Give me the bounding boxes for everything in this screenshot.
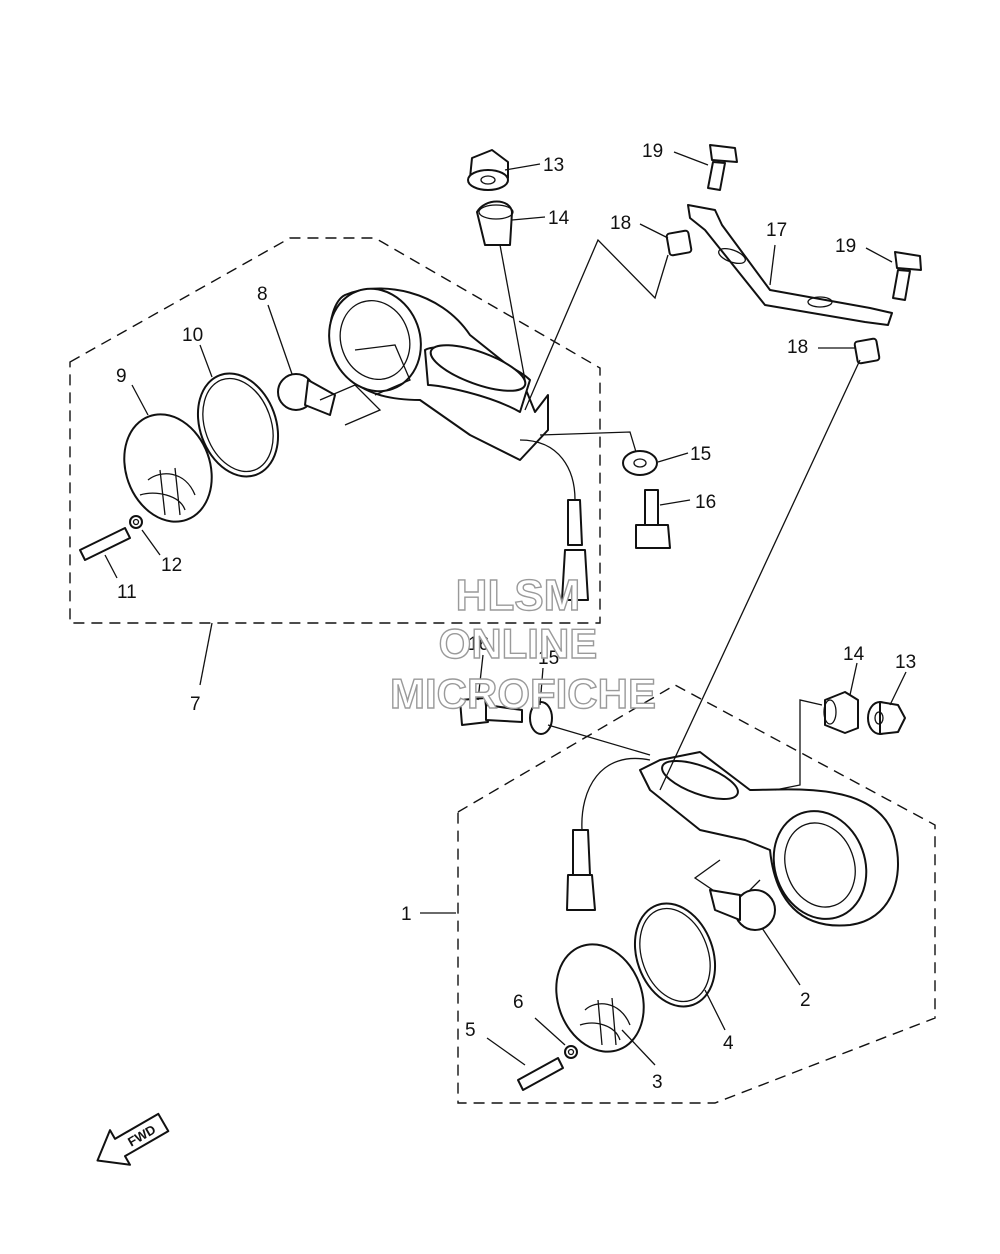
callout-14b: 14 (843, 644, 865, 665)
leader-lines (104, 151, 907, 1066)
upper-nut (467, 149, 509, 191)
callout-13b: 13 (895, 652, 916, 673)
callout-13: 13 (543, 155, 564, 176)
spacer-lower (853, 337, 881, 365)
callout-9: 9 (116, 366, 127, 387)
watermark: HLSM ONLINE MICROFICHE (389, 570, 656, 717)
watermark-line3: MICROFICHE (390, 670, 656, 717)
upper-grommet (476, 200, 514, 246)
callout-8: 8 (257, 284, 268, 305)
lower-lens (555, 943, 645, 1053)
callout-11: 11 (117, 582, 137, 603)
callout-6: 6 (513, 992, 524, 1013)
callout-2: 2 (800, 990, 811, 1011)
lower-bulb (709, 889, 776, 931)
lower-bolt (459, 697, 523, 726)
callout-19: 19 (642, 141, 663, 162)
lower-gasket-ring (633, 902, 717, 1008)
callout-4: 4 (723, 1033, 734, 1054)
lower-signal-housing (566, 751, 899, 927)
bracket-bolt-top (707, 144, 738, 191)
watermark-line1: HLSM (456, 571, 581, 620)
upper-gasket-ring (196, 372, 280, 478)
upper-lens (123, 413, 213, 523)
lower-nut (867, 701, 906, 735)
callout-10: 10 (182, 325, 203, 346)
callout-15b: 15 (538, 648, 559, 669)
callout-7: 7 (190, 694, 201, 715)
mounting-bracket (687, 204, 893, 326)
upper-bolt (635, 489, 671, 549)
callout-12: 12 (161, 555, 182, 576)
lower-grommet (823, 691, 859, 734)
callout-16b: 16 (468, 634, 489, 655)
upper-signal-housing (328, 287, 589, 601)
watermark-line2: ONLINE (439, 620, 598, 667)
upper-screw (79, 515, 143, 561)
callout-5: 5 (465, 1020, 476, 1041)
lower-screw (517, 1045, 578, 1091)
assembly-boundary-upper (69, 237, 601, 624)
callout-15: 15 (690, 444, 711, 465)
spacer-upper (665, 229, 693, 257)
callout-17: 17 (766, 220, 787, 241)
callout-1: 1 (401, 904, 412, 925)
callout-18b: 18 (787, 337, 808, 358)
callout-labels: 1 2 3 4 5 6 7 8 9 10 11 12 13 14 15 16 1… (116, 141, 916, 1093)
assembly-boundary-lower (457, 684, 936, 1104)
upper-bulb (277, 373, 382, 426)
callout-14: 14 (548, 208, 570, 229)
callout-19b: 19 (835, 236, 856, 257)
callout-3: 3 (652, 1072, 663, 1093)
guide-line (499, 244, 526, 381)
fwd-arrow-icon: FWD (96, 1112, 170, 1166)
callout-16: 16 (695, 492, 716, 513)
lower-washer (529, 701, 553, 735)
upper-washer (622, 450, 658, 476)
bracket-bolt-right (892, 251, 922, 301)
callout-18: 18 (610, 213, 631, 234)
